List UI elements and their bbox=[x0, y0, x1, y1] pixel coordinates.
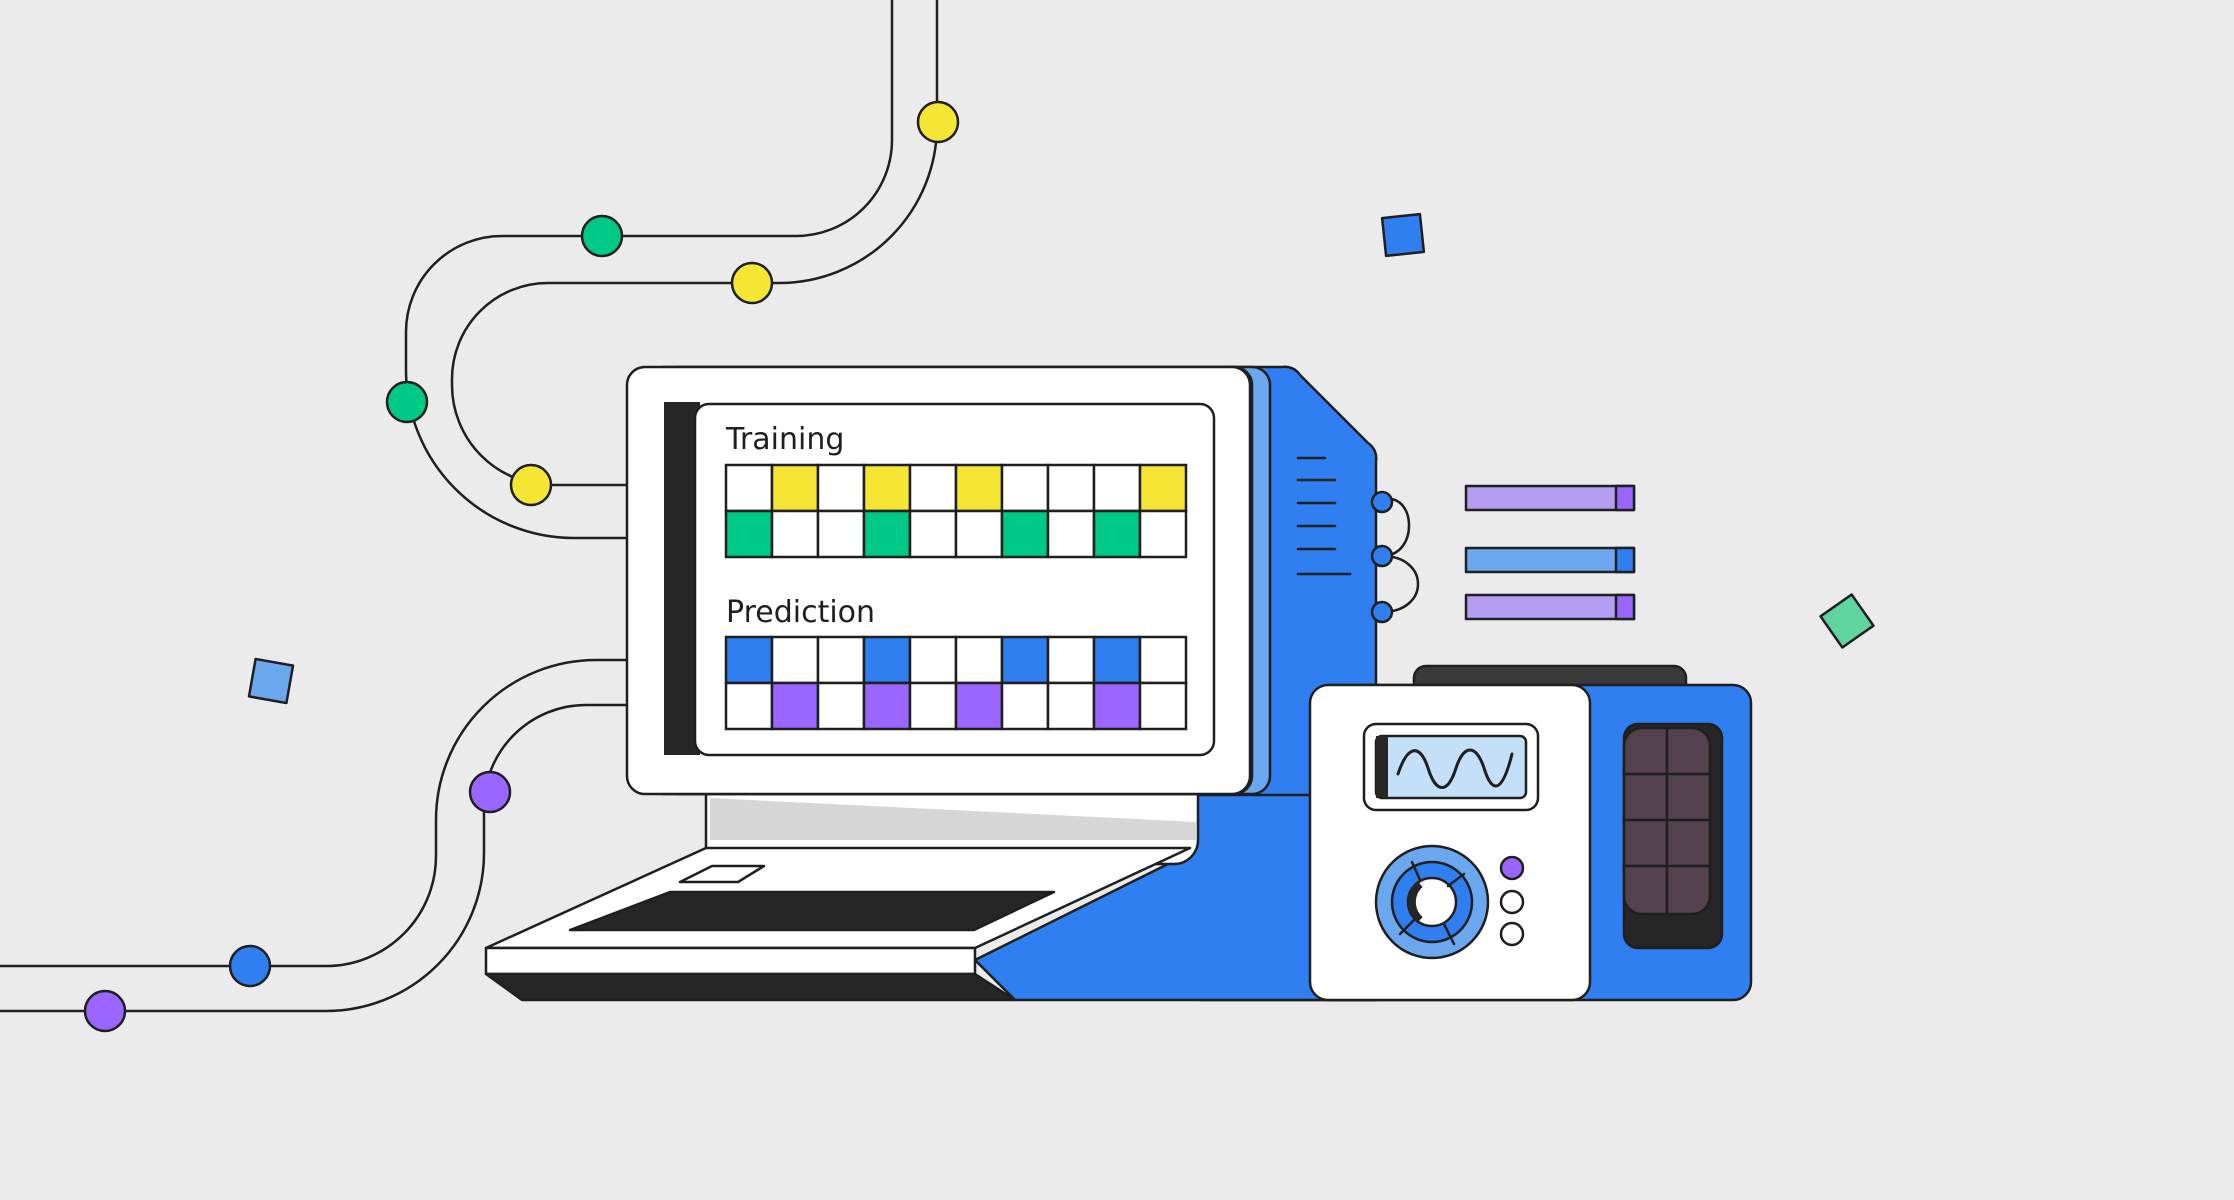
prediction-cell bbox=[724, 681, 774, 731]
prediction-cell bbox=[954, 635, 1004, 685]
confetti-square bbox=[1819, 593, 1875, 649]
laptop-bottom bbox=[484, 972, 1017, 1002]
training-cell bbox=[816, 509, 866, 559]
keyboard-slot bbox=[568, 890, 1056, 932]
training-cell bbox=[908, 509, 958, 559]
laptop-front-edge bbox=[484, 946, 977, 976]
dial-icon[interactable] bbox=[1374, 844, 1490, 960]
prediction-cell bbox=[1092, 681, 1142, 731]
sine-wave-icon bbox=[1396, 748, 1514, 789]
vent-lines bbox=[1296, 456, 1352, 576]
data-nodes bbox=[83, 100, 960, 1033]
prediction-cell bbox=[1046, 635, 1096, 685]
training-cell bbox=[1000, 509, 1050, 559]
indicator-light[interactable] bbox=[1499, 921, 1525, 947]
oscilloscope-unit bbox=[1308, 664, 1753, 1002]
output-bar bbox=[1464, 593, 1636, 621]
training-label: Training bbox=[725, 422, 844, 457]
prediction-cell bbox=[770, 635, 820, 685]
data-pipes bbox=[0, 0, 939, 1013]
prediction-cell bbox=[770, 681, 820, 731]
prediction-cell bbox=[1000, 681, 1050, 731]
prediction-cell bbox=[816, 681, 866, 731]
training-cell bbox=[1092, 509, 1142, 559]
training-cell bbox=[954, 463, 1004, 513]
prediction-cell bbox=[1138, 635, 1188, 685]
prediction-cell bbox=[862, 681, 912, 731]
data-node-icon bbox=[916, 100, 960, 144]
data-node-icon bbox=[83, 989, 127, 1033]
data-node-icon bbox=[385, 380, 429, 424]
pipe-top-inner bbox=[450, 0, 939, 487]
trackpad bbox=[678, 864, 766, 884]
oscilloscope-display bbox=[1374, 734, 1528, 800]
training-cell bbox=[862, 463, 912, 513]
training-cell bbox=[816, 463, 866, 513]
training-cell bbox=[770, 463, 820, 513]
training-cell bbox=[1046, 509, 1096, 559]
prediction-cell bbox=[816, 635, 866, 685]
training-cell bbox=[954, 509, 1004, 559]
side-connectors bbox=[1370, 490, 1420, 624]
training-cell bbox=[770, 509, 820, 559]
prediction-grid bbox=[724, 635, 1188, 731]
training-cell bbox=[1000, 463, 1050, 513]
prediction-cell bbox=[954, 681, 1004, 731]
pipe-top-outer bbox=[404, 0, 894, 540]
computer-stand bbox=[484, 780, 1200, 1002]
training-cell bbox=[908, 463, 958, 513]
training-cell bbox=[724, 463, 774, 513]
data-node-icon bbox=[580, 214, 624, 258]
training-cell bbox=[724, 509, 774, 559]
output-bar bbox=[1464, 484, 1636, 512]
indicator-light[interactable] bbox=[1499, 855, 1525, 881]
data-node-icon bbox=[228, 944, 272, 988]
prediction-cell bbox=[908, 635, 958, 685]
prediction-cell bbox=[1000, 635, 1050, 685]
prediction-label: Prediction bbox=[726, 595, 875, 630]
training-cell bbox=[1046, 463, 1096, 513]
confetti-square bbox=[1380, 212, 1426, 258]
pipe-bottom-outer bbox=[0, 658, 628, 968]
training-cell bbox=[862, 509, 912, 559]
connector-port bbox=[1370, 490, 1394, 514]
keypad[interactable] bbox=[1622, 726, 1712, 916]
data-node-icon bbox=[730, 261, 774, 305]
data-node-icon bbox=[509, 463, 553, 507]
training-cell bbox=[1138, 463, 1188, 513]
prediction-cell bbox=[862, 635, 912, 685]
connector-port bbox=[1370, 600, 1394, 624]
confetti-square bbox=[247, 657, 295, 705]
output-bars bbox=[1464, 484, 1636, 621]
connector-port bbox=[1370, 544, 1394, 568]
monitor: Training Prediction bbox=[625, 365, 1272, 796]
prediction-cell bbox=[1092, 635, 1142, 685]
output-bar bbox=[1464, 546, 1636, 574]
data-node-icon bbox=[468, 770, 512, 814]
confetti bbox=[247, 212, 1875, 705]
prediction-cell bbox=[724, 635, 774, 685]
prediction-cell bbox=[908, 681, 958, 731]
training-grid bbox=[724, 463, 1188, 559]
training-cell bbox=[1092, 463, 1142, 513]
pipe-bottom-inner bbox=[0, 703, 628, 1013]
indicator-light[interactable] bbox=[1499, 889, 1525, 915]
prediction-cell bbox=[1046, 681, 1096, 731]
training-cell bbox=[1138, 509, 1188, 559]
screen-shadow bbox=[664, 402, 700, 755]
prediction-cell bbox=[1138, 681, 1188, 731]
